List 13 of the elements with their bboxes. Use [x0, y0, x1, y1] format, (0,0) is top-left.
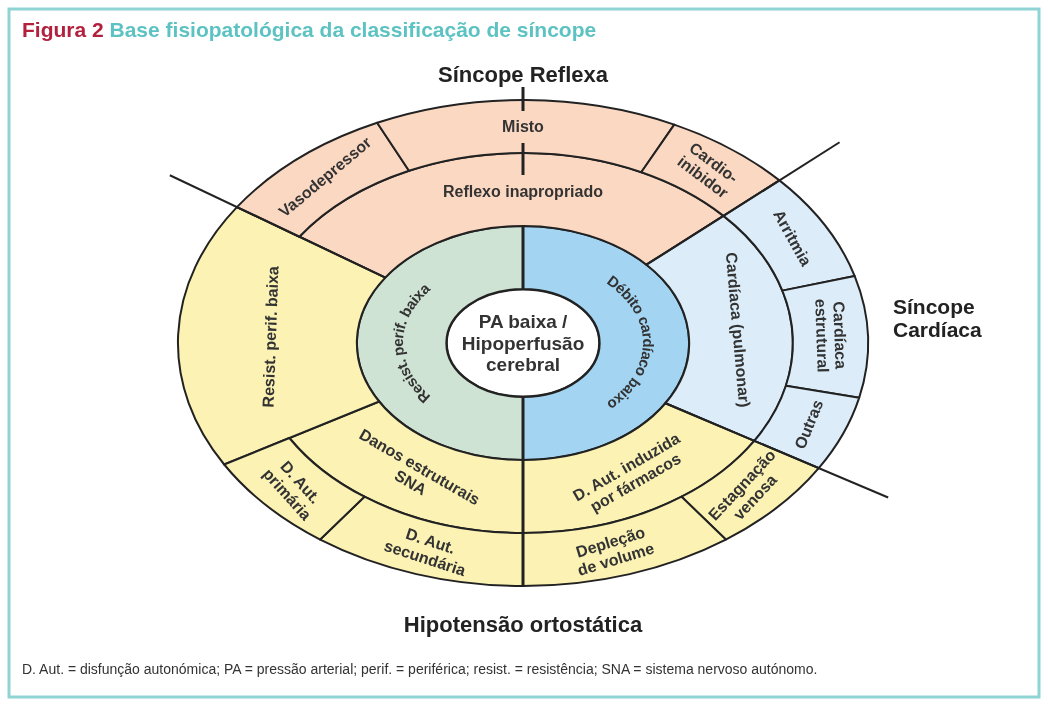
sector-label: Misto — [502, 117, 544, 135]
group-heading: Hipotensão ortostática — [402, 612, 644, 638]
group-heading: Síncope Cardíaca — [893, 295, 983, 342]
footnote-text: D. Aut. = disfunção autonómica; PA = pressão arterial; perif. = periférica; resist. = resistência; SNA = sistema nervoso autónomo. — [22, 660, 819, 679]
sector-label: Resist. perif. baixa — [259, 265, 282, 408]
sector-label: Cardíaca estrutural — [812, 298, 850, 373]
sector-label: PA baixa / Hipoperfusão cerebral — [461, 311, 585, 375]
group-heading: Síncope Reflexa — [437, 62, 609, 88]
sector-label: Reflexo inapropriado — [443, 182, 603, 200]
ring-sector — [781, 275, 869, 399]
sector-label: Cardíaca (pulmonar) — [722, 251, 754, 409]
figure-title: Figura 2 Base fisiopatológica da classificação de síncope — [22, 18, 597, 42]
ring-sector — [376, 99, 676, 174]
